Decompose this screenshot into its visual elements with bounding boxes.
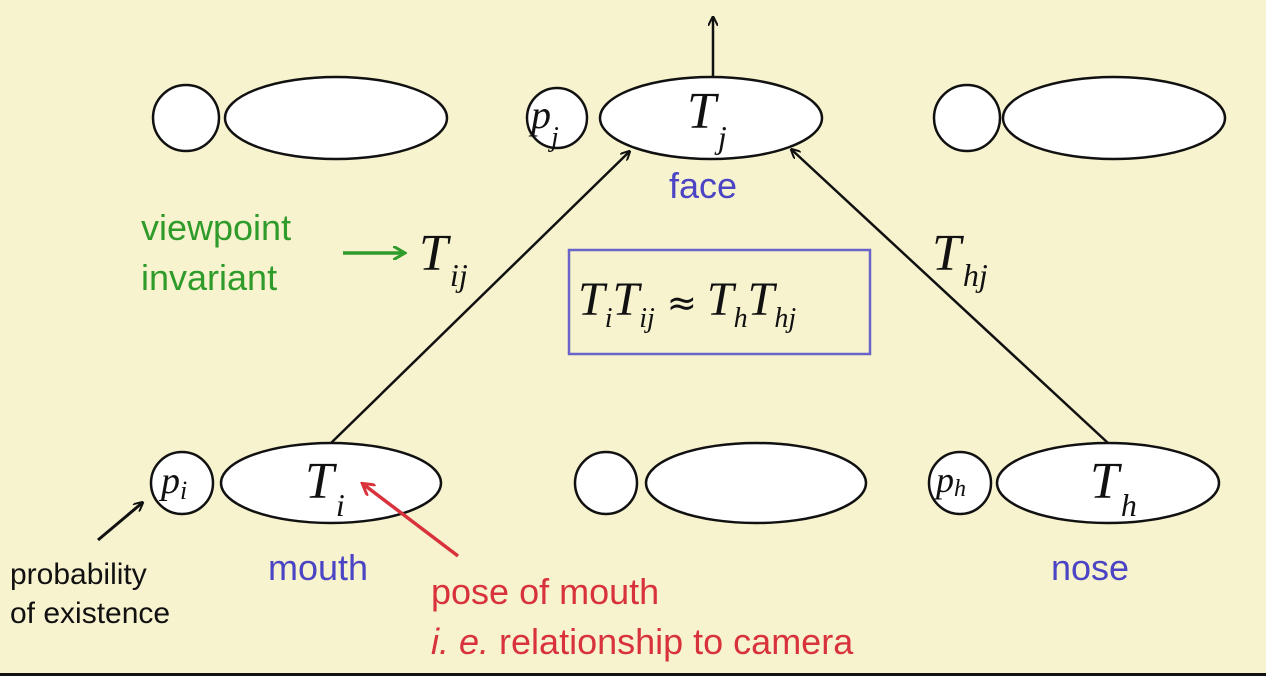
- equation-text: TiTij≈ThThj: [578, 273, 796, 334]
- edge-arrow-mouth-to-face: [330, 152, 629, 444]
- label-of-existence: of existence: [10, 597, 170, 630]
- label-viewpoint: viewpoint: [141, 207, 291, 248]
- equation-box: TiTij≈ThThj: [567, 248, 872, 356]
- pose-symbol: Ti: [305, 453, 345, 523]
- capsule-probability-circle: [573, 450, 639, 516]
- capsule-probability-circle: [932, 83, 1002, 153]
- bottom-border: [0, 673, 1266, 676]
- capsule-face: pj Tj: [525, 75, 824, 161]
- capsule-probability-circle: [525, 86, 589, 150]
- label-nose: nose: [1051, 547, 1129, 588]
- label-relationship: i. e. relationship to camera: [431, 621, 854, 662]
- capsule-top-right: [932, 75, 1227, 161]
- capsule-top-left: [151, 75, 449, 161]
- edge-label-thj: Thj: [932, 225, 988, 293]
- probability-symbol: pi: [158, 460, 187, 505]
- label-face: face: [669, 165, 737, 206]
- label-pose-of-mouth: pose of mouth: [431, 571, 659, 612]
- capsule-pose-ellipse: [598, 75, 824, 161]
- pose-symbol: Th: [1090, 453, 1137, 523]
- edge-arrow-nose-to-face: [792, 150, 1109, 444]
- capsule-probability-circle: [927, 450, 993, 516]
- probability-symbol: pj: [528, 92, 559, 153]
- capsule-pose-ellipse: [223, 75, 449, 161]
- capsule-nose: ph Th: [927, 441, 1221, 525]
- pose-arrow: [363, 484, 460, 558]
- label-invariant: invariant: [141, 257, 277, 298]
- label-mouth: mouth: [268, 547, 368, 588]
- equation-border: [567, 248, 872, 356]
- probability-arrow: [97, 503, 142, 542]
- capsule-bottom-center: [573, 441, 868, 525]
- capsule-probability-circle: [149, 450, 215, 516]
- pose-symbol: Tj: [687, 83, 727, 155]
- capsule-pose-ellipse: [644, 441, 868, 525]
- capsule-pose-ellipse: [1001, 75, 1227, 161]
- probability-symbol: ph: [933, 460, 966, 502]
- label-probability: probability: [10, 558, 147, 591]
- capsule-probability-circle: [151, 83, 221, 153]
- edge-label-tij: Tij: [419, 225, 468, 293]
